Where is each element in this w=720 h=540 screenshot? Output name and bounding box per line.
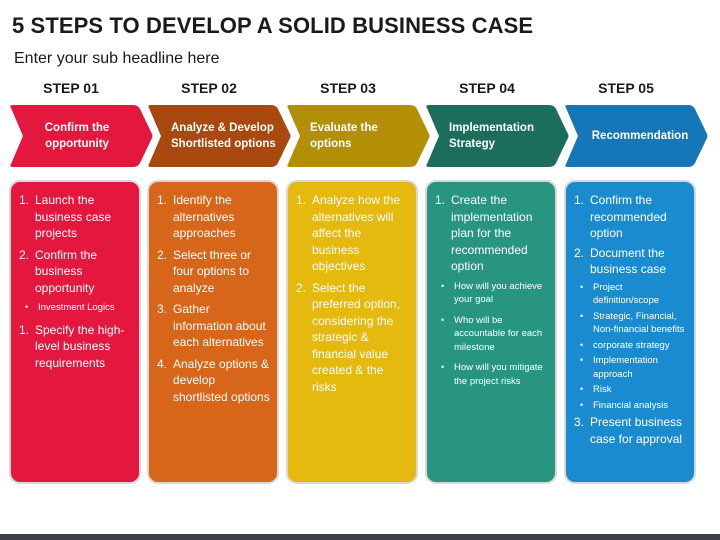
list-item: 1.Create the implementation plan for the… xyxy=(435,193,533,273)
chevron-shape xyxy=(287,105,430,167)
list-subitem: •corporate strategy xyxy=(580,339,670,351)
list-subitem: •Investment Logics xyxy=(25,302,115,313)
step-chevron: Evaluate the options xyxy=(286,102,432,170)
page-subtitle: Enter your sub headline here xyxy=(14,50,220,67)
step-card: 1.Analyze how the alternatives will affe… xyxy=(286,180,418,484)
step-label: STEP 05 xyxy=(598,80,654,96)
step-card: 1.Create the implementation plan for the… xyxy=(425,180,557,484)
step-column-2: STEP 02 Analyze & Develop Shortlisted op… xyxy=(147,78,291,484)
list-item: 3.Gather information about each alternat… xyxy=(157,302,266,349)
step-chevron: Confirm the opportunity xyxy=(9,102,155,170)
list-item: 1.Specify the high-level business requir… xyxy=(19,322,125,370)
step-card: 1.Identify the alternatives approaches 2… xyxy=(147,180,279,484)
list-item: 1.Identify the alternatives approaches xyxy=(157,193,236,240)
list-item: 2.Select three or four options to analyz… xyxy=(157,247,252,295)
chevron-shape xyxy=(148,105,291,167)
chevron-shape xyxy=(565,105,708,167)
step-label: STEP 04 xyxy=(459,80,515,96)
list-subitem: •How will you achieve your goal xyxy=(441,280,543,306)
list-subitem: •How will you mitigate the project risks xyxy=(441,362,543,387)
page-title: 5 STEPS TO DEVELOP A SOLID BUSINESS CASE xyxy=(12,13,534,38)
list-item: 2.Document the business case xyxy=(574,245,667,277)
list-subitem: •Strategic, Financial, Non-financial ben… xyxy=(580,310,685,336)
step-card: 1.Confirm the recommended option 2.Docum… xyxy=(564,180,696,484)
step-column-1: STEP 01 Confirm the opportunity 1.Launch… xyxy=(9,78,153,484)
step-column-4: STEP 04 Implementation Strategy 1.Create… xyxy=(425,78,569,484)
step-label: STEP 01 xyxy=(43,80,99,96)
step-heading: Recommendation xyxy=(591,130,689,142)
list-item: 1.Confirm the recommended option xyxy=(574,193,667,240)
step-heading: Evaluate the options xyxy=(310,122,378,150)
step-heading: Confirm the opportunity xyxy=(44,122,110,150)
step-label: STEP 02 xyxy=(181,80,237,96)
list-subitem: •Project definition/scope xyxy=(580,281,660,307)
list-item: 1.Analyze how the alternatives will affe… xyxy=(296,193,401,273)
step-card: 1.Launch the business case projects 2.Co… xyxy=(9,180,141,484)
step-column-5: STEP 05 Recommendation 1.Confirm the rec… xyxy=(564,78,708,484)
list-item: 4.Analyze options & develop shortlisted … xyxy=(157,356,270,404)
step-heading: Analyze & Develop Shortlisted options xyxy=(171,122,276,150)
list-item: 1.Launch the business case projects xyxy=(19,193,112,240)
step-chevron: Recommendation xyxy=(564,102,710,170)
list-item: 2.Select the preferred option, consideri… xyxy=(296,280,401,394)
list-item: 3.Present business case for approval xyxy=(574,415,683,446)
list-item: 2.Confirm the business opportunity xyxy=(19,247,98,295)
step-chevron: Implementation Strategy xyxy=(425,102,571,170)
list-subitem: •Who will be accountable for each milest… xyxy=(441,314,543,353)
step-heading: Implementation Strategy xyxy=(449,122,534,150)
chevron-shape xyxy=(426,105,569,167)
step-chevron: Analyze & Develop Shortlisted options xyxy=(147,102,293,170)
chevron-shape xyxy=(10,105,153,167)
footer-bar xyxy=(0,534,720,540)
list-subitem: •Financial analysis xyxy=(580,399,668,411)
step-label: STEP 03 xyxy=(320,80,376,96)
list-subitem: •Risk xyxy=(580,384,612,395)
step-column-3: STEP 03 Evaluate the options 1.Analyze h… xyxy=(286,78,430,484)
list-subitem: •Implementation approach xyxy=(580,355,658,380)
